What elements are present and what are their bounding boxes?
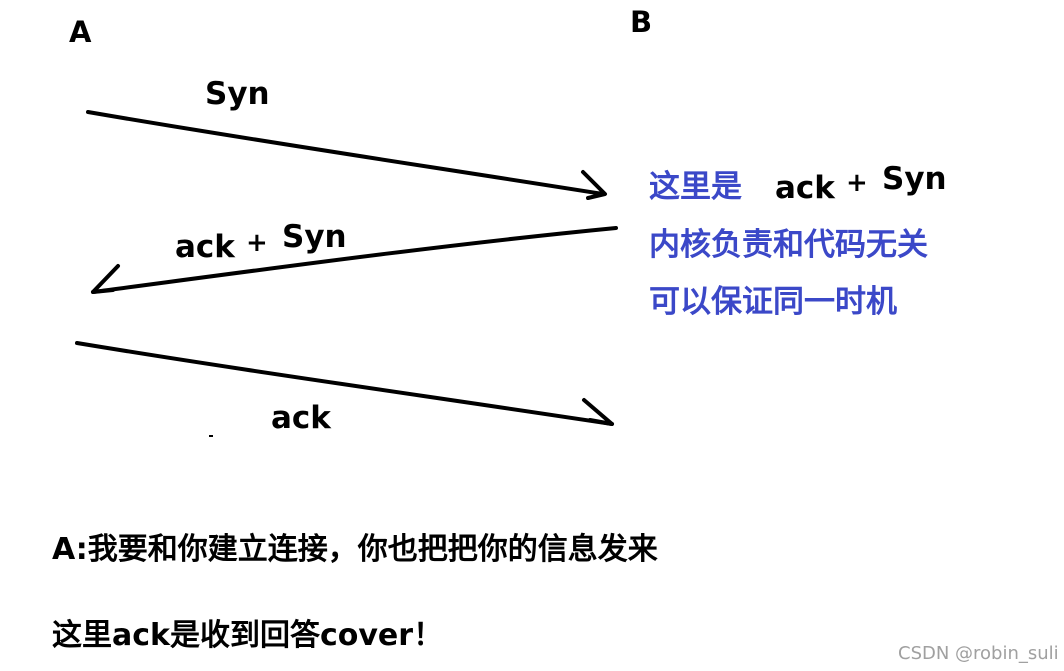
note-line1-plus: + [846,168,868,198]
msg-ack-syn-ack: ack [175,229,235,265]
msg-ack-syn-syn: Syn [282,219,347,255]
caption-line2: 这里ack是收到回答cover！ [52,618,444,653]
note-line1-prefix: 这里是 [649,169,742,205]
arrow-ack-syn [91,226,618,294]
note-line1-ack: ack [775,170,835,206]
note-line3: 可以保证同一时机 [649,284,897,320]
note-line2: 内核负责和代码无关 [649,227,928,263]
msg-ack-label: ack [271,400,331,436]
msg-syn-label: Syn [205,76,270,112]
watermark: CSDN @robin_suli [898,643,1059,664]
arrow-syn [86,110,607,200]
node-a-label: A [69,15,92,49]
arrow-ack [75,341,614,426]
note-line1-syn: Syn [882,161,947,197]
node-b-label: B [630,5,653,39]
msg-ack-syn-plus: + [246,228,268,258]
caption-line1: A:我要和你建立连接，你也把把你的信息发来 [52,532,658,567]
